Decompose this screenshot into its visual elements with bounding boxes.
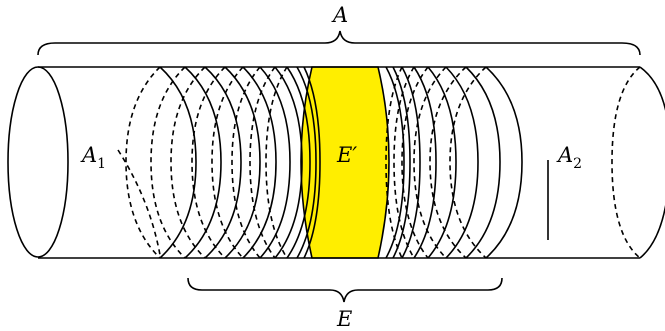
label-A2: A2	[556, 143, 582, 172]
label-E: E	[336, 307, 352, 331]
left-rings	[125, 66, 321, 259]
right-end-front	[639, 66, 665, 259]
right-rings	[385, 66, 523, 259]
right-end-back	[611, 66, 641, 259]
label-A: A	[331, 3, 348, 27]
A1-dashed-mark	[117, 149, 161, 256]
brace-E	[187, 277, 503, 303]
label-E-prime: E′	[336, 143, 357, 167]
left-end-ellipse	[7, 66, 69, 258]
brace-A	[37, 30, 641, 56]
label-A1: A1	[80, 143, 106, 172]
